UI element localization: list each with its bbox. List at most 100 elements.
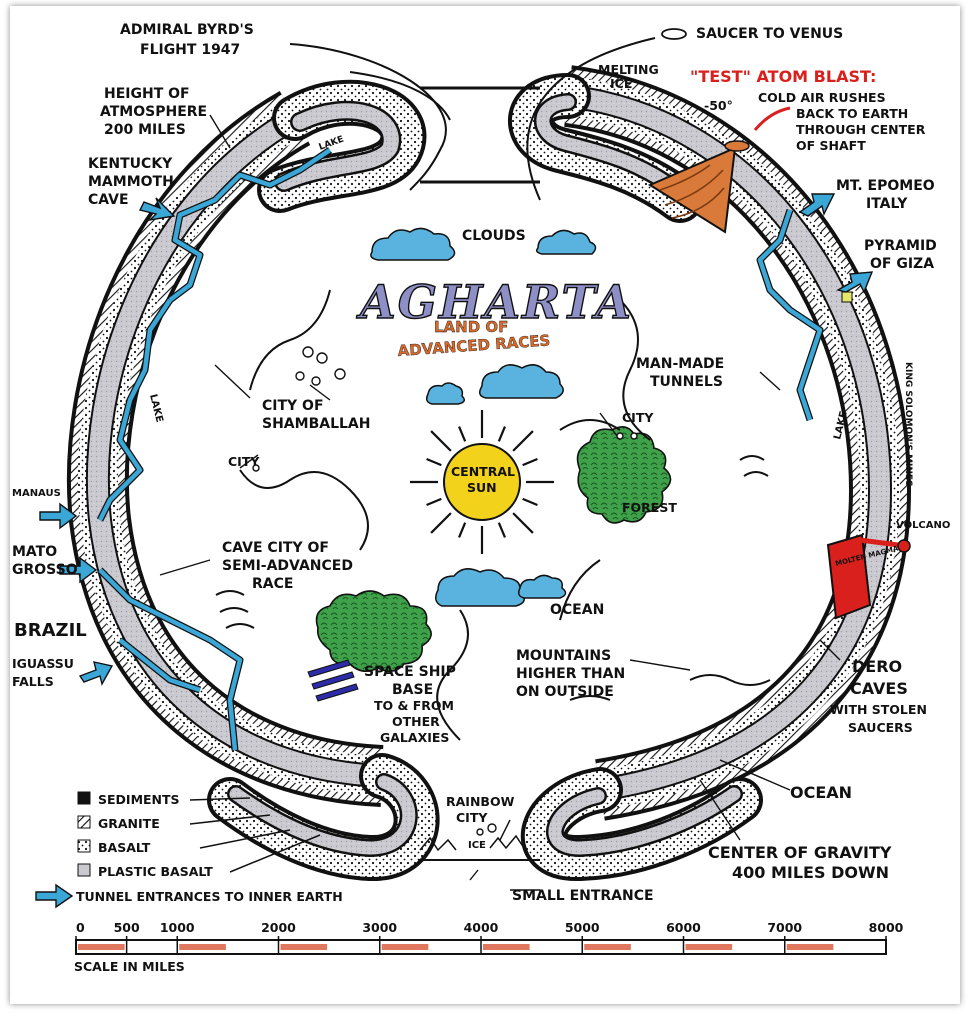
sun-ray bbox=[426, 458, 442, 467]
flight-paths bbox=[215, 37, 771, 741]
legend-granite-label: GRANITE bbox=[98, 816, 160, 831]
tunnel-arrow-icon bbox=[39, 502, 78, 530]
legend-plastic-swatch bbox=[77, 863, 91, 877]
label-height-3: 200 MILES bbox=[104, 122, 186, 138]
subtitle-1: LAND OF bbox=[434, 318, 508, 336]
sun-icon bbox=[410, 410, 554, 554]
label-manmade-1: MAN-MADE bbox=[636, 356, 724, 372]
cloud-icon bbox=[535, 229, 597, 255]
scale-tick-label: 8000 bbox=[869, 920, 904, 935]
label-lake-left: LAKE bbox=[147, 393, 165, 424]
label-height-2: ATMOSPHERE bbox=[100, 104, 207, 120]
label-mountains-2: HIGHER THAN bbox=[516, 666, 625, 682]
label-rainbow-1: RAINBOW bbox=[446, 794, 515, 809]
scale-segment bbox=[685, 944, 733, 950]
label-manmade-2: TUNNELS bbox=[650, 374, 723, 390]
label-cold-2: BACK TO EARTH bbox=[796, 106, 908, 121]
scale-tick-label: 1000 bbox=[160, 920, 195, 935]
label-byrd-2: FLIGHT 1947 bbox=[140, 42, 240, 58]
scale-tick-label: 4000 bbox=[464, 920, 499, 935]
label-dero-3: WITH STOLEN bbox=[830, 702, 927, 717]
tunnel-arrow-icon bbox=[798, 193, 836, 217]
legend-granite-swatch bbox=[77, 815, 91, 829]
sun-ray bbox=[512, 512, 534, 534]
label-dero-2: CAVES bbox=[850, 679, 908, 698]
scale-tick-label: 7000 bbox=[767, 920, 802, 935]
tunnel-arrow-icon bbox=[836, 271, 874, 294]
label-epomeo-1: MT. EPOMEO bbox=[836, 178, 935, 194]
cloud-icon bbox=[425, 382, 465, 405]
scale-tick-label: 6000 bbox=[666, 920, 701, 935]
label-mountains-3: ON OUTSIDE bbox=[516, 684, 614, 700]
scale-tick-label: 3000 bbox=[362, 920, 397, 935]
label-spaceship-3: TO & FROM bbox=[374, 698, 454, 713]
label-lake-top: LAKE bbox=[318, 135, 346, 153]
label-giza-2: OF GIZA bbox=[870, 256, 934, 272]
legend-sediments-swatch bbox=[77, 791, 91, 805]
sun-ray bbox=[522, 458, 538, 467]
label-melting-2: ICE bbox=[610, 76, 632, 91]
label-ocean-outer: OCEAN bbox=[790, 783, 852, 802]
label-shamballah-1: CITY OF bbox=[262, 398, 324, 414]
cloud-icon bbox=[370, 227, 456, 261]
saucer-icon bbox=[661, 28, 687, 40]
scale-segment bbox=[280, 944, 328, 950]
scale-segment bbox=[483, 944, 530, 950]
sun-ray bbox=[426, 497, 442, 506]
saucer-icon bbox=[307, 659, 359, 702]
title: AGHARTA bbox=[356, 275, 633, 329]
cloud-icon bbox=[517, 574, 567, 599]
label-ice-bottom: ICE bbox=[468, 840, 486, 851]
label-volcano: VOLCANO bbox=[896, 520, 950, 531]
label-forest: FOREST bbox=[622, 500, 677, 515]
label-city-right: CITY bbox=[622, 410, 654, 425]
label-central-2: SUN bbox=[467, 480, 497, 495]
cloud-icon bbox=[435, 568, 525, 607]
scale-caption: SCALE IN MILES bbox=[74, 959, 185, 974]
label-iguassu-1: IGUASSU bbox=[12, 656, 74, 671]
sun-ray bbox=[497, 426, 506, 442]
sun-ray bbox=[497, 522, 506, 538]
label-manaus: MANAUS bbox=[12, 488, 61, 499]
label-brazil: BRAZIL bbox=[14, 620, 87, 641]
label-cold-3: THROUGH CENTER bbox=[796, 122, 926, 137]
legend-sediments-label: SEDIMENTS bbox=[98, 792, 180, 807]
label-gravity-2: 400 MILES DOWN bbox=[732, 863, 889, 882]
legend-plastic-label: PLASTIC BASALT bbox=[98, 864, 213, 879]
clouds bbox=[370, 227, 597, 607]
north-opening-line bbox=[420, 86, 540, 184]
atom-blast bbox=[647, 106, 791, 234]
sun-ray bbox=[458, 426, 467, 442]
tunnel-arrow-icon bbox=[138, 197, 176, 222]
tunnel-arrow-icon bbox=[35, 883, 74, 909]
sun-ray bbox=[430, 430, 452, 452]
byrd-flight-path bbox=[289, 43, 447, 191]
label-test-blast: "TEST" ATOM BLAST: bbox=[690, 67, 876, 86]
city-markers bbox=[252, 346, 638, 836]
label-saucer-venus: SAUCER TO VENUS bbox=[696, 26, 843, 42]
label-kentucky-3: CAVE bbox=[88, 192, 129, 208]
scale-tick-label: 5000 bbox=[565, 920, 600, 935]
scale-segment bbox=[78, 944, 125, 950]
label-cave-1: CAVE CITY OF bbox=[222, 540, 329, 556]
label-mato-2: GROSSO bbox=[12, 562, 78, 578]
molten-magma bbox=[826, 533, 872, 620]
cloud-icon bbox=[479, 364, 564, 399]
scale-segment bbox=[179, 944, 226, 950]
scale-segment bbox=[786, 944, 834, 950]
blast-shaft bbox=[647, 146, 737, 234]
label-minus50: -50° bbox=[704, 98, 733, 113]
scale-segment bbox=[584, 944, 631, 950]
label-spaceship-2: BASE bbox=[392, 682, 433, 698]
river bbox=[436, 419, 621, 741]
label-ocean-inner: OCEAN bbox=[550, 602, 604, 618]
label-dero-4: SAUCERS bbox=[848, 720, 913, 735]
label-height-1: HEIGHT OF bbox=[104, 86, 190, 102]
label-cold-4: OF SHAFT bbox=[796, 138, 866, 153]
leader-lines bbox=[159, 114, 841, 891]
label-spaceship-4: OTHER bbox=[392, 714, 440, 729]
sun-ray bbox=[512, 430, 534, 452]
label-mato-1: MATO bbox=[12, 544, 57, 560]
label-spaceship-1: SPACE SHIP bbox=[364, 664, 456, 680]
